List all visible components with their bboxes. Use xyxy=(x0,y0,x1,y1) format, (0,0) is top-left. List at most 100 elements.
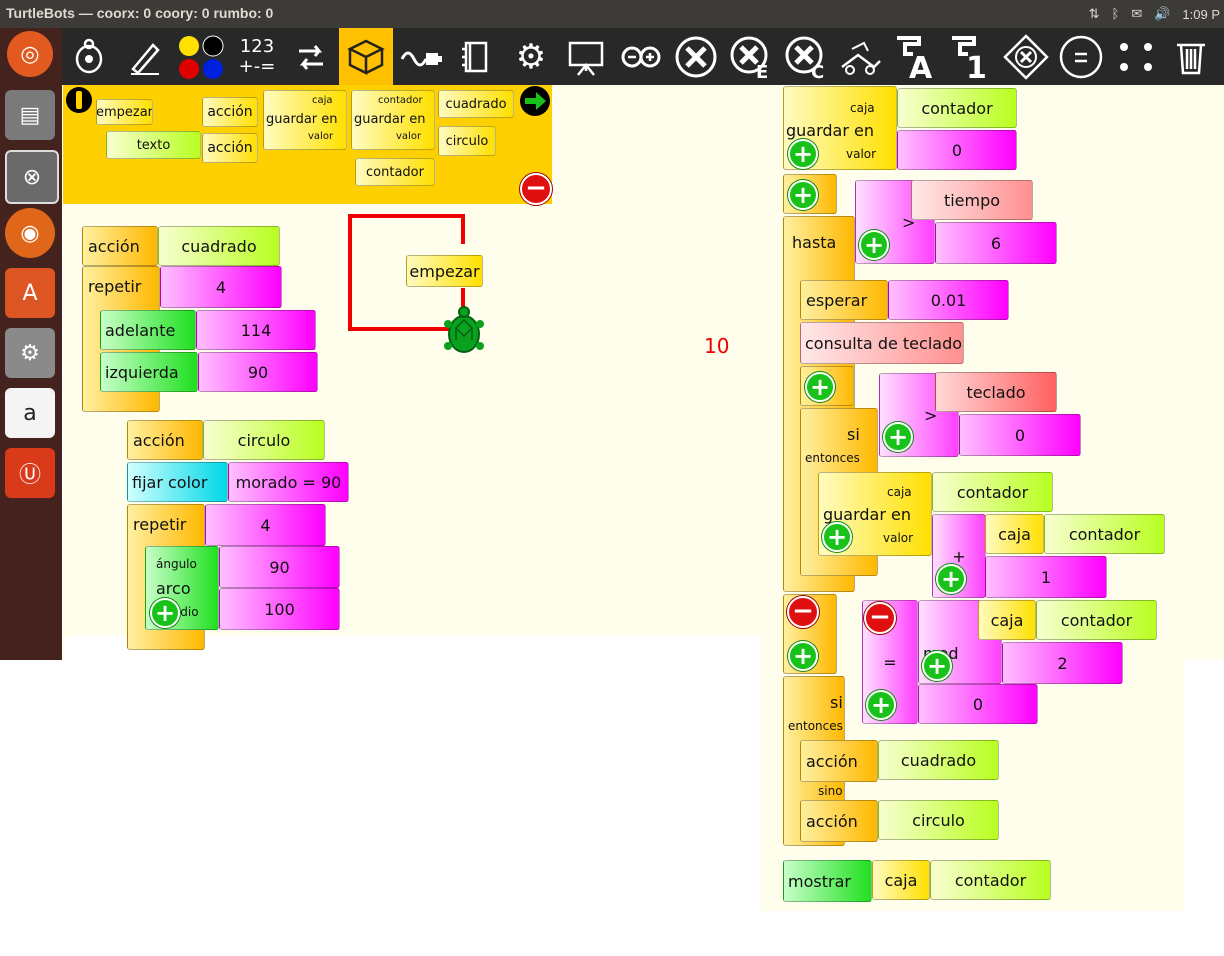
main-mostrar-block[interactable]: mostrar xyxy=(783,860,872,902)
palette-guardar-contador-block[interactable]: contador guardar en valor xyxy=(351,90,435,150)
stack2-angulo-value[interactable]: 90 xyxy=(219,546,340,588)
main-start-plus-icon[interactable]: + xyxy=(788,180,818,210)
software-center-icon[interactable]: A xyxy=(5,268,55,318)
stack1-izquierda-value[interactable]: 90 xyxy=(198,352,318,392)
turtle-sprite-icon[interactable] xyxy=(442,304,486,356)
main-tiempo-block[interactable]: tiempo xyxy=(911,180,1033,220)
stack1-izquierda-block[interactable]: izquierda xyxy=(100,352,198,392)
main-mod-plus-icon[interactable]: + xyxy=(922,651,952,681)
volume-icon[interactable]: 🔊 xyxy=(1154,6,1171,22)
butia-icon[interactable] xyxy=(669,28,723,85)
main-caja-c-block[interactable]: caja xyxy=(872,860,930,900)
bluetooth-icon[interactable]: ᛒ xyxy=(1111,6,1120,22)
ubuntu-logo-icon[interactable]: ◎ xyxy=(7,31,53,77)
main-plus-value[interactable]: 1 xyxy=(985,556,1107,598)
main-plus-icon-3[interactable]: + xyxy=(788,641,818,671)
pen-icon[interactable] xyxy=(118,28,172,85)
main-caja-a-block[interactable]: caja xyxy=(985,514,1044,554)
mail-icon[interactable]: ✉ xyxy=(1131,6,1143,22)
stack1-adelante-value[interactable]: 114 xyxy=(196,310,316,350)
main-caja-b-name[interactable]: contador xyxy=(1036,600,1157,640)
stack2-fijar-color-block[interactable]: fijar color xyxy=(127,462,228,502)
main-eq-value[interactable]: 0 xyxy=(918,684,1038,724)
main-gt-value[interactable]: 6 xyxy=(935,222,1057,264)
ubuntu-one-icon[interactable]: Ⓤ xyxy=(5,448,55,498)
main-gt2-value[interactable]: 0 xyxy=(959,414,1081,456)
main-accion-a-name[interactable]: cuadrado xyxy=(878,740,999,780)
turtlebots-app-icon[interactable]: ⊗ xyxy=(5,150,59,204)
palette-accion-block-2[interactable]: acción xyxy=(202,133,258,163)
stack2-radio-value[interactable]: 100 xyxy=(219,588,340,630)
palette-cuadrado-block[interactable]: cuadrado xyxy=(438,90,514,118)
canvas-empezar-block[interactable]: empezar xyxy=(406,255,483,287)
firefox-icon[interactable]: ◉ xyxy=(5,208,55,258)
stack2-repetir-count[interactable]: 4 xyxy=(205,504,326,546)
files-cabinet-icon[interactable]: ▤ xyxy=(5,90,55,140)
main-caja-b-block[interactable]: caja xyxy=(978,600,1036,640)
stack1-repetir-count[interactable]: 4 xyxy=(160,266,282,308)
stack2-circulo-name[interactable]: circulo xyxy=(203,420,325,460)
extras-icon[interactable] xyxy=(1109,28,1163,85)
butia-const-icon[interactable]: C xyxy=(779,28,833,85)
main-esperar-block[interactable]: esperar xyxy=(800,280,888,320)
stack2-color-value[interactable]: morado = 90 xyxy=(228,462,349,502)
palette-texto-block[interactable]: texto xyxy=(106,131,201,159)
main-caja-a-name[interactable]: contador xyxy=(1044,514,1165,554)
main-gt-plus-icon[interactable]: + xyxy=(859,230,889,260)
main-esperar-value[interactable]: 0.01 xyxy=(888,280,1009,320)
main-plus-operator-plus-icon[interactable]: + xyxy=(936,564,966,594)
stack1-adelante-block[interactable]: adelante xyxy=(100,310,196,350)
heap-icon[interactable] xyxy=(1054,28,1108,85)
followme-icon[interactable] xyxy=(834,28,888,85)
stack2-arco-block[interactable]: ángulo arco radio xyxy=(145,546,219,630)
collapse-palette-icon[interactable] xyxy=(66,87,92,113)
stack1-accion-block[interactable]: acción xyxy=(82,226,158,266)
presentation-icon[interactable] xyxy=(559,28,613,85)
boxes-icon[interactable] xyxy=(339,28,393,85)
network-arrows-icon[interactable]: ⇅ xyxy=(1088,6,1100,22)
main-accion-block-a[interactable]: acción xyxy=(800,740,878,782)
palette-guardar-caja-block[interactable]: caja guardar en valor xyxy=(263,90,347,150)
palette-accion-block-1[interactable]: acción xyxy=(202,97,258,127)
main-accion-b-name[interactable]: circulo xyxy=(878,800,999,840)
palette-contador-block[interactable]: contador xyxy=(355,158,435,186)
main-guardar1-plus-icon[interactable]: + xyxy=(788,139,818,169)
main-guardar2-name[interactable]: contador xyxy=(932,472,1053,512)
main-consulta-teclado-block[interactable]: consulta de teclado xyxy=(800,322,964,364)
main-guardar1-name[interactable]: contador xyxy=(897,88,1017,128)
amazon-icon[interactable]: a xyxy=(5,388,55,438)
gear-icon[interactable]: ⚙ xyxy=(515,36,547,77)
palette-empezar-block[interactable]: empezar xyxy=(96,99,153,125)
main-guardar1-value[interactable]: 0 xyxy=(897,130,1017,170)
sensors-icon[interactable] xyxy=(394,28,448,85)
stack1-cuadrado-name[interactable]: cuadrado xyxy=(158,226,280,266)
system-settings-icon[interactable]: ⚙ xyxy=(5,328,55,378)
palette-shrink-minus-icon[interactable]: − xyxy=(520,173,552,205)
stack2-accion-block[interactable]: acción xyxy=(127,420,203,460)
numbers-icon[interactable]: 123 +-= xyxy=(230,28,284,85)
main-accion-block-b[interactable]: acción xyxy=(800,800,878,842)
main-gt2-plus-icon[interactable]: + xyxy=(883,422,913,452)
main-teclado-block[interactable]: teclado xyxy=(935,372,1057,412)
turtle-icon[interactable] xyxy=(62,28,116,85)
stack2-arco-expand-plus-icon[interactable]: + xyxy=(150,598,180,628)
palette-circulo-block[interactable]: circulo xyxy=(438,126,496,156)
arduino-icon[interactable] xyxy=(614,28,668,85)
next-palette-arrow-icon[interactable] xyxy=(520,86,550,116)
flow-icon[interactable] xyxy=(284,28,338,85)
clock[interactable]: 1:09 P xyxy=(1182,6,1220,22)
trash-icon[interactable] xyxy=(1164,28,1218,85)
main-eq-minus-icon[interactable]: − xyxy=(864,602,896,634)
media-icon[interactable] xyxy=(449,28,503,85)
main-minus-icon[interactable]: − xyxy=(787,596,819,628)
fonts-icon[interactable]: A xyxy=(889,28,943,85)
diamond-butia-icon[interactable] xyxy=(999,28,1053,85)
font-size-icon[interactable]: 1 xyxy=(944,28,998,85)
main-eq-plus-icon[interactable]: + xyxy=(866,690,896,720)
main-mod-value[interactable]: 2 xyxy=(1002,642,1123,684)
main-caja-c-name[interactable]: contador xyxy=(930,860,1051,900)
butia-extra-icon[interactable]: E xyxy=(724,28,778,85)
colors-icon[interactable] xyxy=(174,28,228,85)
main-guardar2-plus-icon[interactable]: + xyxy=(822,522,852,552)
main-plus-icon-2[interactable]: + xyxy=(805,372,835,402)
